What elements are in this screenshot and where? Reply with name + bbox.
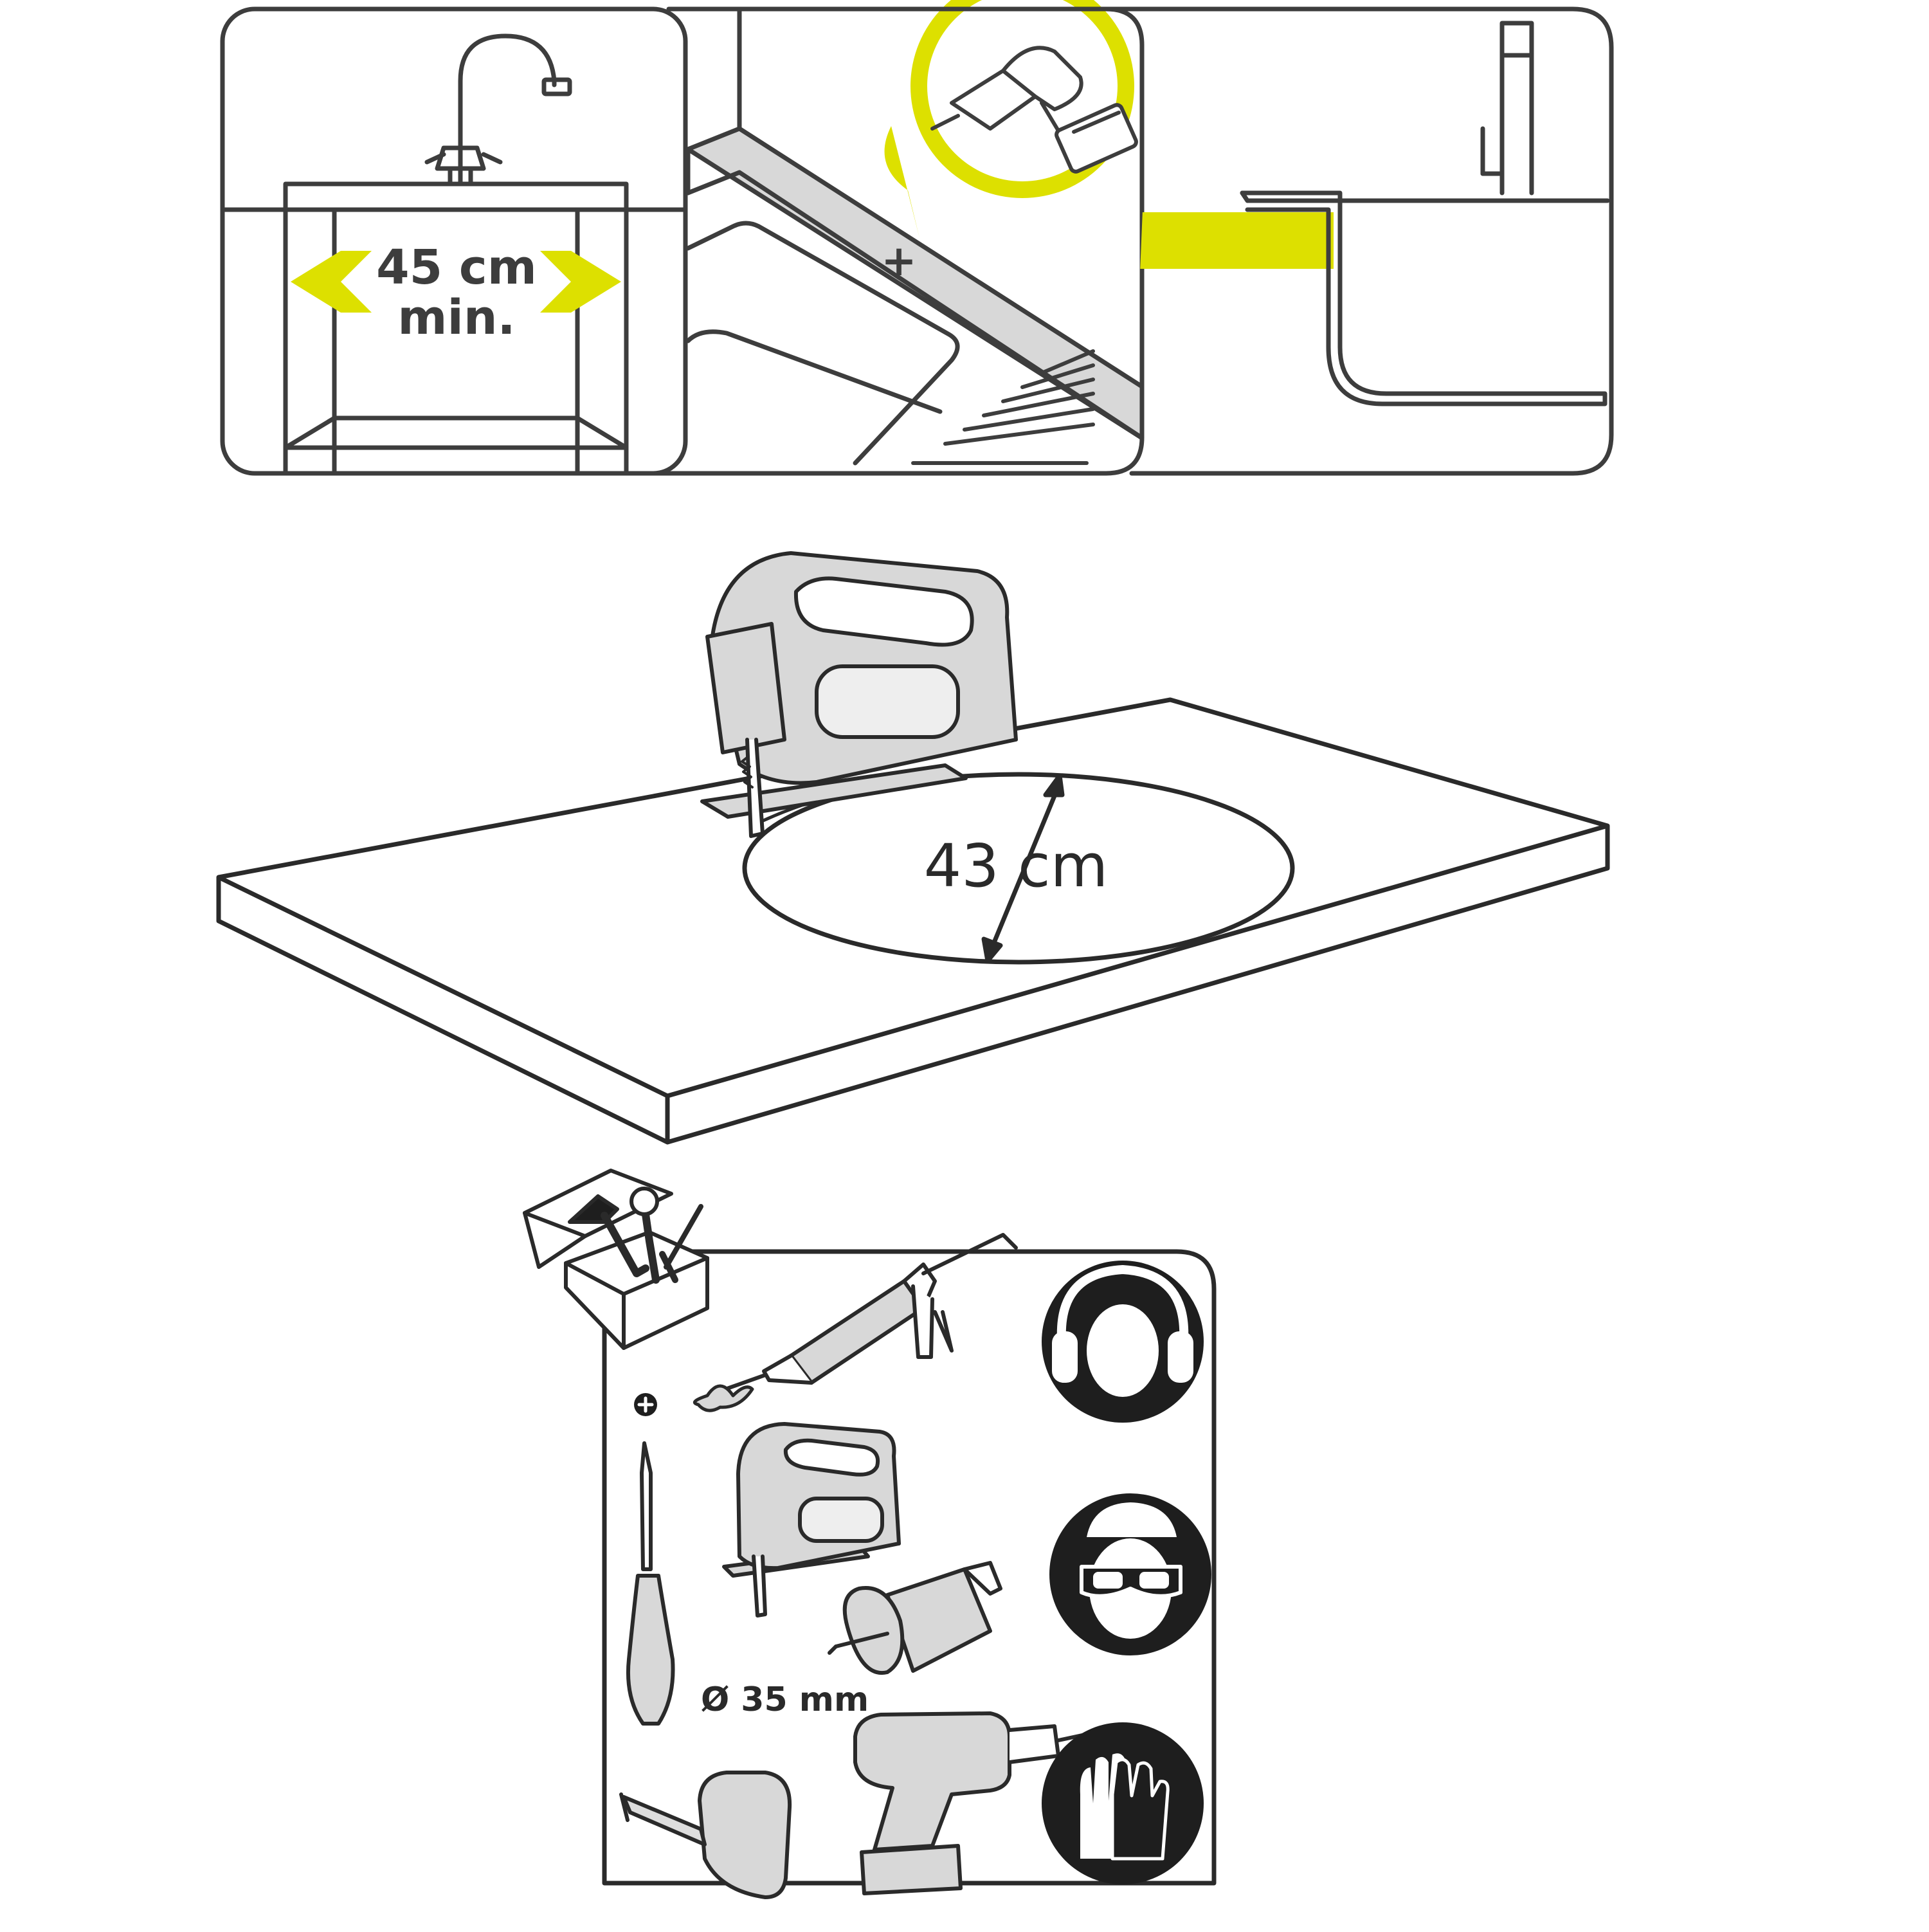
caulking-gun-icon	[723, 1233, 1018, 1391]
panel-frame-1	[220, 6, 688, 476]
min-width-value: 45 cm	[376, 240, 537, 295]
phillips-head-icon	[634, 1393, 657, 1416]
drill-callout	[884, 0, 1138, 238]
worktop-section	[1138, 212, 1334, 269]
worktop-cutout-step: 43 cm	[216, 551, 1610, 1145]
protective-gloves-icon	[1042, 1722, 1204, 1884]
width-arrow-right	[540, 251, 621, 313]
tape-measure-icon	[619, 1771, 792, 1899]
panel-frame-3	[1129, 6, 1614, 476]
screwdriver-icon	[626, 1441, 675, 1726]
min-width-suffix: min.	[397, 290, 515, 345]
sealant-icon	[693, 1384, 754, 1412]
panel-drill-mark: +	[640, 0, 1145, 476]
sink-corner-drawing	[685, 9, 1142, 466]
drill-position-mark: +	[881, 236, 916, 286]
panel-cabinet-width: 45 cm min.	[220, 6, 688, 476]
toolbox-icon	[523, 1169, 709, 1350]
hole-saw-icon	[828, 1561, 1002, 1675]
jigsaw-icon	[722, 1422, 901, 1618]
tools-panel-frame	[602, 1249, 1217, 1886]
cutout-diameter-label: 43 cm	[924, 832, 1109, 900]
safety-goggles-icon	[1049, 1493, 1211, 1655]
panel-cross-section	[1129, 6, 1614, 476]
cutout-diameter-arrow	[981, 773, 1065, 963]
top-instruction-strip: 45 cm min.	[220, 0, 1614, 476]
drill-icon	[930, 46, 1138, 174]
width-arrow-left	[291, 251, 372, 313]
faucet-icon	[424, 33, 572, 187]
drain-grooves	[911, 349, 1095, 465]
required-tools-panel: Ø 35 mm	[523, 1169, 1217, 1899]
hearing-protection-icon	[1042, 1261, 1204, 1423]
cordless-drill-icon	[853, 1711, 1108, 1895]
jigsaw-on-worktop-icon	[700, 551, 1018, 838]
hole-saw-size-label: Ø 35 mm	[701, 1681, 869, 1719]
cross-section-drawing	[1138, 21, 1610, 406]
worktop-slab	[216, 697, 1610, 1145]
sink-cutout-outline	[742, 772, 1295, 965]
